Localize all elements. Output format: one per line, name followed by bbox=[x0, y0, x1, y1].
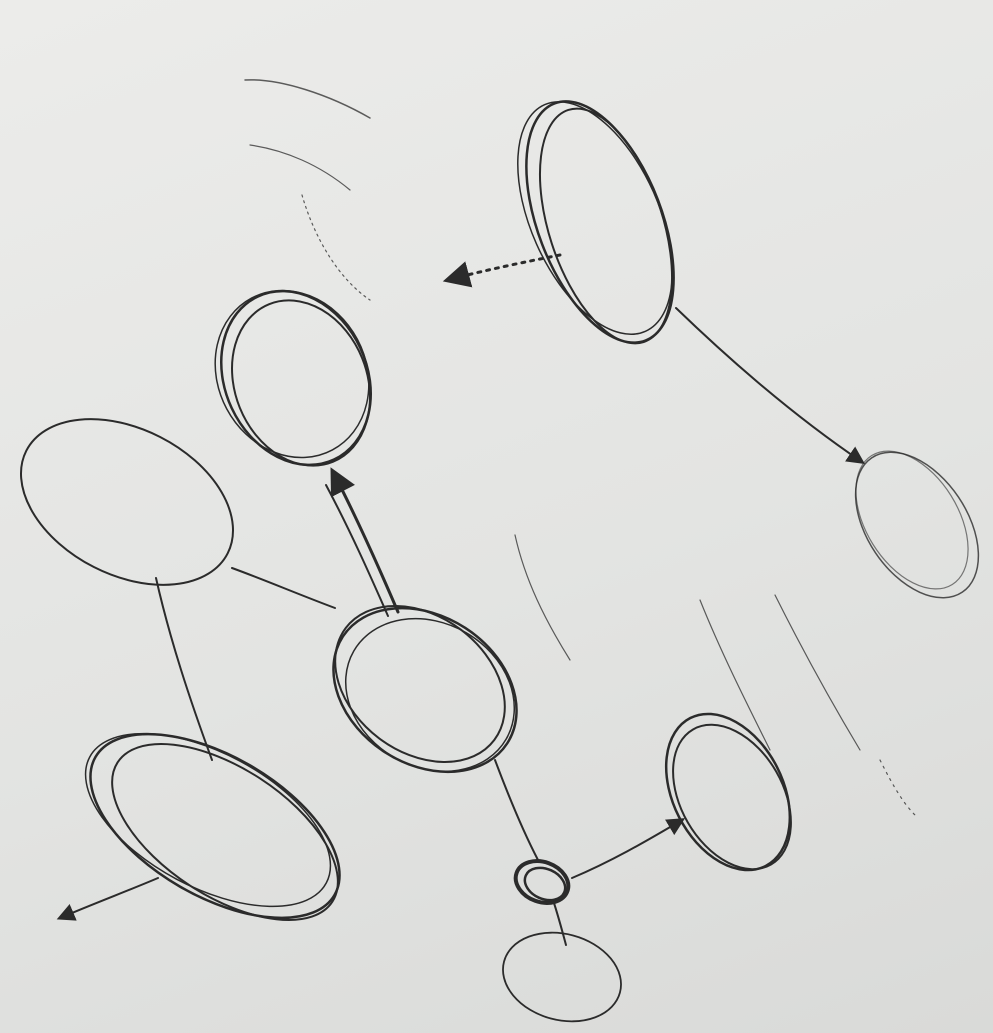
node-bottom bbox=[502, 931, 622, 1023]
pencil-marks bbox=[244, 79, 916, 816]
node-lower-right bbox=[664, 712, 792, 872]
node-top bbox=[214, 289, 372, 467]
node-top-left bbox=[20, 418, 234, 586]
pencil-stroke-3 bbox=[301, 194, 371, 301]
pencil-stroke-7 bbox=[879, 759, 916, 816]
node-center bbox=[332, 605, 518, 774]
node-upper-right bbox=[517, 100, 675, 345]
pencil-stroke-4 bbox=[514, 534, 571, 661]
edge-center-top-secondary bbox=[325, 484, 389, 617]
pencil-stroke-6 bbox=[774, 594, 861, 751]
node-left bbox=[84, 732, 341, 921]
node-junction bbox=[513, 859, 571, 905]
edge-center-top-left bbox=[231, 567, 336, 609]
pencil-stroke-5 bbox=[699, 599, 771, 751]
connections bbox=[56, 253, 865, 946]
edge-upper-right-right bbox=[675, 307, 865, 465]
edge-center-top-arrow bbox=[330, 467, 400, 614]
edge-junction-lower-right bbox=[571, 818, 686, 879]
nodes bbox=[20, 100, 980, 1023]
pencil-stroke-1 bbox=[244, 79, 371, 119]
edge-center-junction bbox=[494, 759, 539, 861]
pencil-stroke-2 bbox=[249, 144, 351, 191]
edge-junction-bottom bbox=[552, 899, 567, 946]
edge-top-left-left bbox=[155, 577, 213, 761]
node-right bbox=[854, 450, 980, 599]
edge-left-out bbox=[56, 877, 159, 921]
